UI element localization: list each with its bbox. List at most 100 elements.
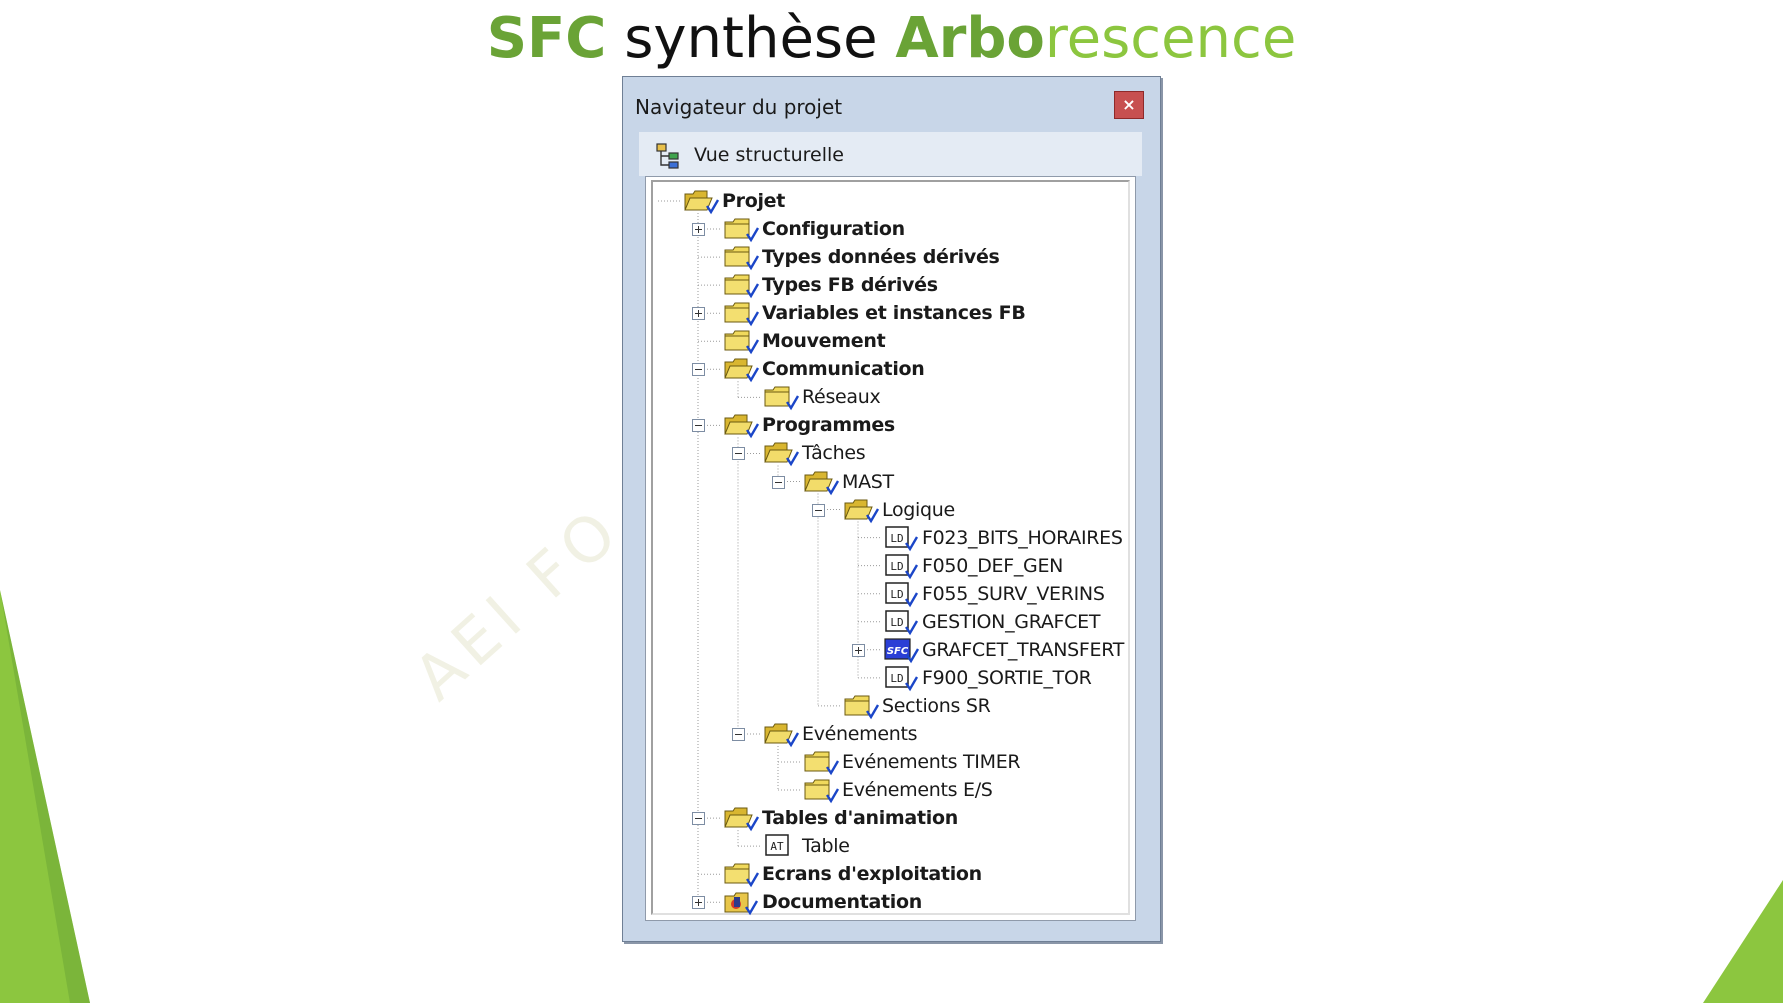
expand-icon[interactable] (852, 643, 865, 657)
tree-node[interactable]: Documentation (722, 888, 922, 916)
folder-icon (722, 271, 760, 299)
tree-node[interactable]: Variables et instances FB (722, 299, 1026, 327)
window-titlebar[interactable]: Navigateur du projet × (623, 77, 1160, 135)
collapse-icon[interactable] (732, 727, 745, 741)
tree-node[interactable]: Configuration (722, 215, 905, 243)
tree-node-label: Types FB dérivés (762, 274, 938, 297)
project-navigator-window: Navigateur du projet × Vue structurelle … (622, 76, 1161, 942)
tree-node-label: Logique (882, 498, 955, 521)
folder-icon (722, 243, 760, 271)
tree-node[interactable]: Types FB dérivés (722, 271, 938, 299)
tree-node-label: F023_BITS_HORAIRES (922, 526, 1123, 549)
collapse-icon[interactable] (692, 419, 705, 433)
expand-icon[interactable] (692, 307, 705, 321)
tree-node[interactable]: Ecrans d'exploitation (722, 860, 982, 888)
sfc-section-icon: SFC (882, 636, 920, 664)
tree-node-label: Evénements E/S (842, 779, 993, 802)
tree-node-label: Communication (762, 358, 925, 381)
tree-node[interactable]: Tâches (762, 439, 866, 467)
tree-node[interactable]: Evénements TIMER (802, 748, 1021, 776)
expand-icon[interactable] (692, 223, 705, 237)
window-title: Navigateur du projet (635, 95, 843, 119)
tree-node-label: Documentation (762, 891, 923, 914)
tree-node[interactable]: Communication (722, 355, 925, 383)
svg-text:LD: LD (890, 588, 903, 601)
folder-open-icon (762, 720, 800, 748)
tree-node[interactable]: Sections SR (842, 692, 991, 720)
close-button[interactable]: × (1114, 91, 1144, 119)
collapse-icon[interactable] (692, 812, 705, 826)
tree-node[interactable]: LD F055_SURV_VERINS (882, 580, 1105, 608)
ld-section-icon: LD (882, 524, 920, 552)
tree-node-label: Evénements (802, 722, 918, 745)
tree-node-label: MAST (842, 470, 894, 493)
tree-node-label: Evénements TIMER (842, 751, 1021, 773)
folder-icon (802, 748, 840, 776)
animation-table-icon: AT (762, 832, 800, 860)
tree-node[interactable]: Projet (682, 187, 785, 215)
folder-open-icon (802, 468, 840, 496)
tree-node-label: Tâches (802, 442, 866, 465)
folder-icon (762, 383, 800, 411)
tree-node[interactable]: LD F050_DEF_GEN (882, 552, 1063, 580)
tree-node-label: Ecrans d'exploitation (762, 863, 982, 886)
ld-section-icon: LD (882, 608, 920, 636)
folder-open-icon (722, 411, 760, 439)
tree-node-label: F055_SURV_VERINS (922, 582, 1105, 605)
title-rescence: rescence (1044, 6, 1297, 71)
tree-node[interactable]: Tables d'animation (722, 804, 958, 832)
tree-node[interactable]: LD F023_BITS_HORAIRES (882, 524, 1123, 552)
tree-node[interactable]: LD GESTION_GRAFCET (882, 608, 1100, 636)
folder-icon (722, 860, 760, 888)
tree-node[interactable]: MAST (802, 468, 894, 496)
tree-node[interactable]: Evénements (762, 720, 918, 748)
collapse-icon[interactable] (732, 447, 745, 461)
collapse-icon[interactable] (812, 503, 825, 517)
svg-text:LD: LD (890, 560, 903, 573)
tree-node[interactable]: Logique (842, 496, 955, 524)
title-sfc: SFC (486, 6, 607, 71)
folder-icon (842, 692, 880, 720)
tree-node-label: Programmes (762, 414, 895, 437)
folder-icon (722, 215, 760, 243)
green-triangle-left (0, 590, 90, 1003)
ld-section-icon: LD (882, 664, 920, 692)
tree-node-label: Types données dérivés (762, 246, 1000, 269)
tree-node[interactable]: Réseaux (762, 383, 881, 411)
folder-open-icon (682, 187, 720, 215)
collapse-icon[interactable] (692, 363, 705, 377)
tree-node-label: Variables et instances FB (762, 302, 1026, 325)
tree-node-label: Configuration (762, 218, 905, 241)
ld-section-icon: LD (882, 580, 920, 608)
folder-open-icon (842, 496, 880, 524)
structural-view-icon (656, 143, 679, 169)
folder-icon (722, 327, 760, 355)
svg-text:SFC: SFC (887, 646, 909, 657)
folder-open-icon (722, 804, 760, 832)
tree-node-label: GESTION_GRAFCET (922, 610, 1101, 633)
svg-text:LD: LD (890, 532, 903, 545)
ld-section-icon: LD (882, 552, 920, 580)
tree-node[interactable]: Types données dérivés (722, 243, 1000, 271)
svg-text:AT: AT (770, 840, 784, 853)
svg-text:LD: LD (890, 616, 903, 629)
tree-node[interactable]: Mouvement (722, 327, 886, 355)
title-synthese: synthèse (606, 6, 896, 71)
folder-icon (802, 776, 840, 804)
view-header: Vue structurelle (639, 132, 1142, 176)
documentation-icon (722, 888, 760, 916)
collapse-icon[interactable] (772, 475, 785, 489)
tree-node-label: F900_SORTIE_TOR (922, 666, 1092, 689)
tree-node-label: Sections SR (882, 694, 991, 717)
expand-icon[interactable] (692, 896, 705, 910)
tree-node[interactable]: Programmes (722, 411, 895, 439)
folder-icon (722, 299, 760, 327)
tree-node-label: Réseaux (802, 386, 881, 409)
tree-node[interactable]: Evénements E/S (802, 776, 993, 804)
tree-node-label: F050_DEF_GEN (922, 554, 1064, 577)
slide-title: SFC synthèse Arborescence (0, 4, 1783, 74)
